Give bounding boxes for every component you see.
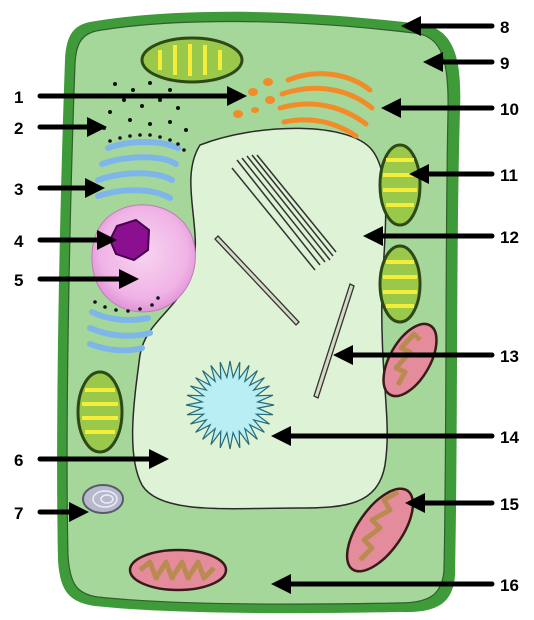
label-3: 3 xyxy=(14,180,23,199)
chloroplast-left xyxy=(78,372,122,452)
label-5: 5 xyxy=(14,271,23,290)
chloroplast-right-upper xyxy=(380,145,420,225)
label-14: 14 xyxy=(500,428,519,447)
label-15: 15 xyxy=(500,495,519,514)
label-11: 11 xyxy=(500,166,518,185)
label-7: 7 xyxy=(14,504,23,523)
label-8: 8 xyxy=(500,18,509,37)
label-4: 4 xyxy=(14,232,24,251)
label-2: 2 xyxy=(14,119,23,138)
label-1: 1 xyxy=(14,88,23,107)
mitochondrion-bottom xyxy=(130,550,226,590)
label-12: 12 xyxy=(500,228,519,247)
label-10: 10 xyxy=(500,100,519,119)
nucleus xyxy=(92,205,195,312)
label-16: 16 xyxy=(500,576,519,595)
label-13: 13 xyxy=(500,347,519,366)
label-6: 6 xyxy=(14,451,23,470)
spiral-vesicle xyxy=(83,485,123,513)
label-9: 9 xyxy=(500,54,509,73)
chloroplast-top xyxy=(142,38,242,82)
chloroplast-right-lower xyxy=(380,246,420,322)
